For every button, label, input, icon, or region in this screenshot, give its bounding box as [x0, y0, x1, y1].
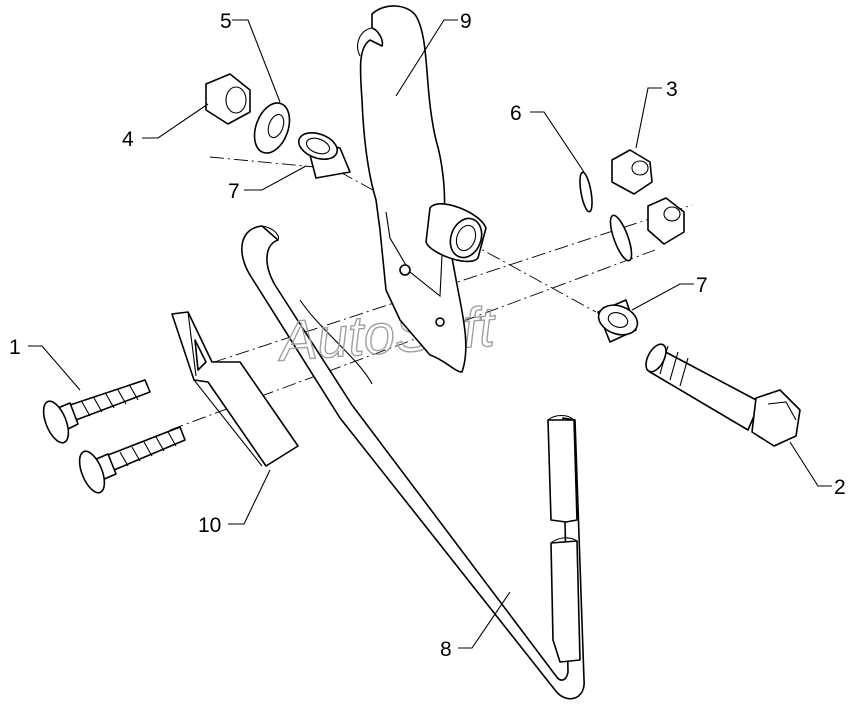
washer-part-6-upper — [579, 171, 593, 213]
leader-lines — [28, 19, 832, 649]
callout-7-upper: 7 — [228, 180, 240, 203]
callouts: 1 2 3 4 5 6 7 7 8 9 10 — [9, 10, 846, 661]
callout-4: 4 — [122, 128, 134, 151]
bracket-part-9 — [357, 5, 487, 373]
callout-7-lower: 7 — [696, 274, 708, 297]
bushing-part-7-lower — [597, 299, 639, 343]
callout-5: 5 — [220, 10, 232, 33]
callout-9: 9 — [460, 10, 472, 33]
bolt-part-2 — [645, 343, 801, 447]
callout-10: 10 — [198, 514, 221, 537]
callout-8: 8 — [440, 638, 452, 661]
bolt-part-1-upper — [42, 379, 151, 444]
bushing-part-7-upper — [297, 132, 351, 179]
callout-2: 2 — [834, 476, 846, 499]
plate-part-10 — [171, 311, 299, 467]
nut-part-3-upper — [611, 149, 653, 195]
nut-part-3-lower — [647, 197, 685, 245]
washer-part-6-lower — [609, 214, 633, 262]
callout-1: 1 — [9, 336, 21, 359]
callout-3: 3 — [666, 78, 678, 101]
bolt-part-1-lower — [78, 426, 186, 494]
rod-part-8 — [241, 225, 585, 700]
washer-part-5 — [253, 102, 291, 154]
callout-6: 6 — [510, 102, 522, 125]
nut-part-4 — [205, 73, 251, 125]
